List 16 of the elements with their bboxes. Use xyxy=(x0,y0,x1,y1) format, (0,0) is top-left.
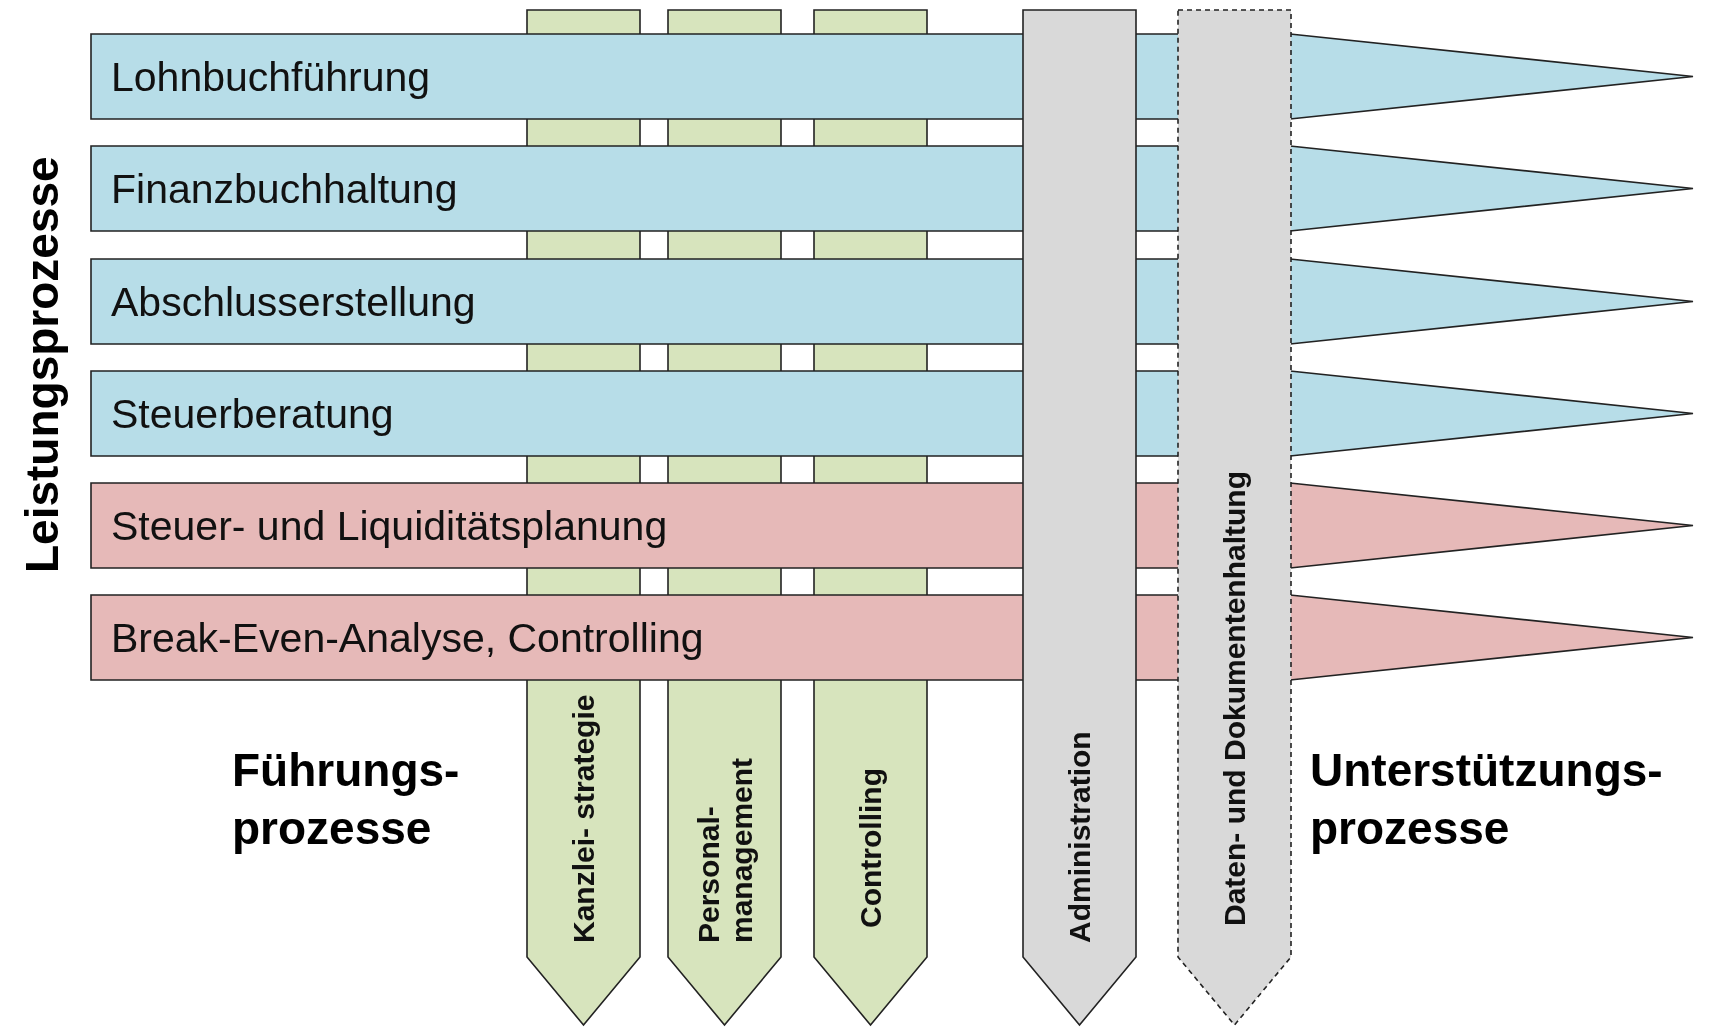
process-label: Steuer- und Liquiditätsplanung xyxy=(111,502,668,549)
process-label: Lohnbuchführung xyxy=(111,53,431,100)
process-arrow xyxy=(1178,10,1291,1025)
process-label: Kanzlei- strategie xyxy=(566,693,601,943)
group-heading: Leistungsprozesse xyxy=(15,155,69,576)
process-label: Personal- management xyxy=(690,756,759,943)
process-arrow xyxy=(1023,10,1136,1025)
process-label: Finanzbuchhaltung xyxy=(111,165,458,212)
process-label: Controlling xyxy=(853,767,888,928)
process-label: Abschlusserstellung xyxy=(111,278,476,325)
group-heading: Unterstützungs- prozesse xyxy=(1310,743,1664,856)
process-label: Administration xyxy=(1062,730,1097,943)
process-label: Steuerberatung xyxy=(111,390,394,437)
group-heading: Führungs- prozesse xyxy=(232,743,461,856)
process-label: Daten- und Dokumentenhaltung xyxy=(1217,470,1252,926)
process-label: Break-Even-Analyse, Controlling xyxy=(111,614,704,661)
